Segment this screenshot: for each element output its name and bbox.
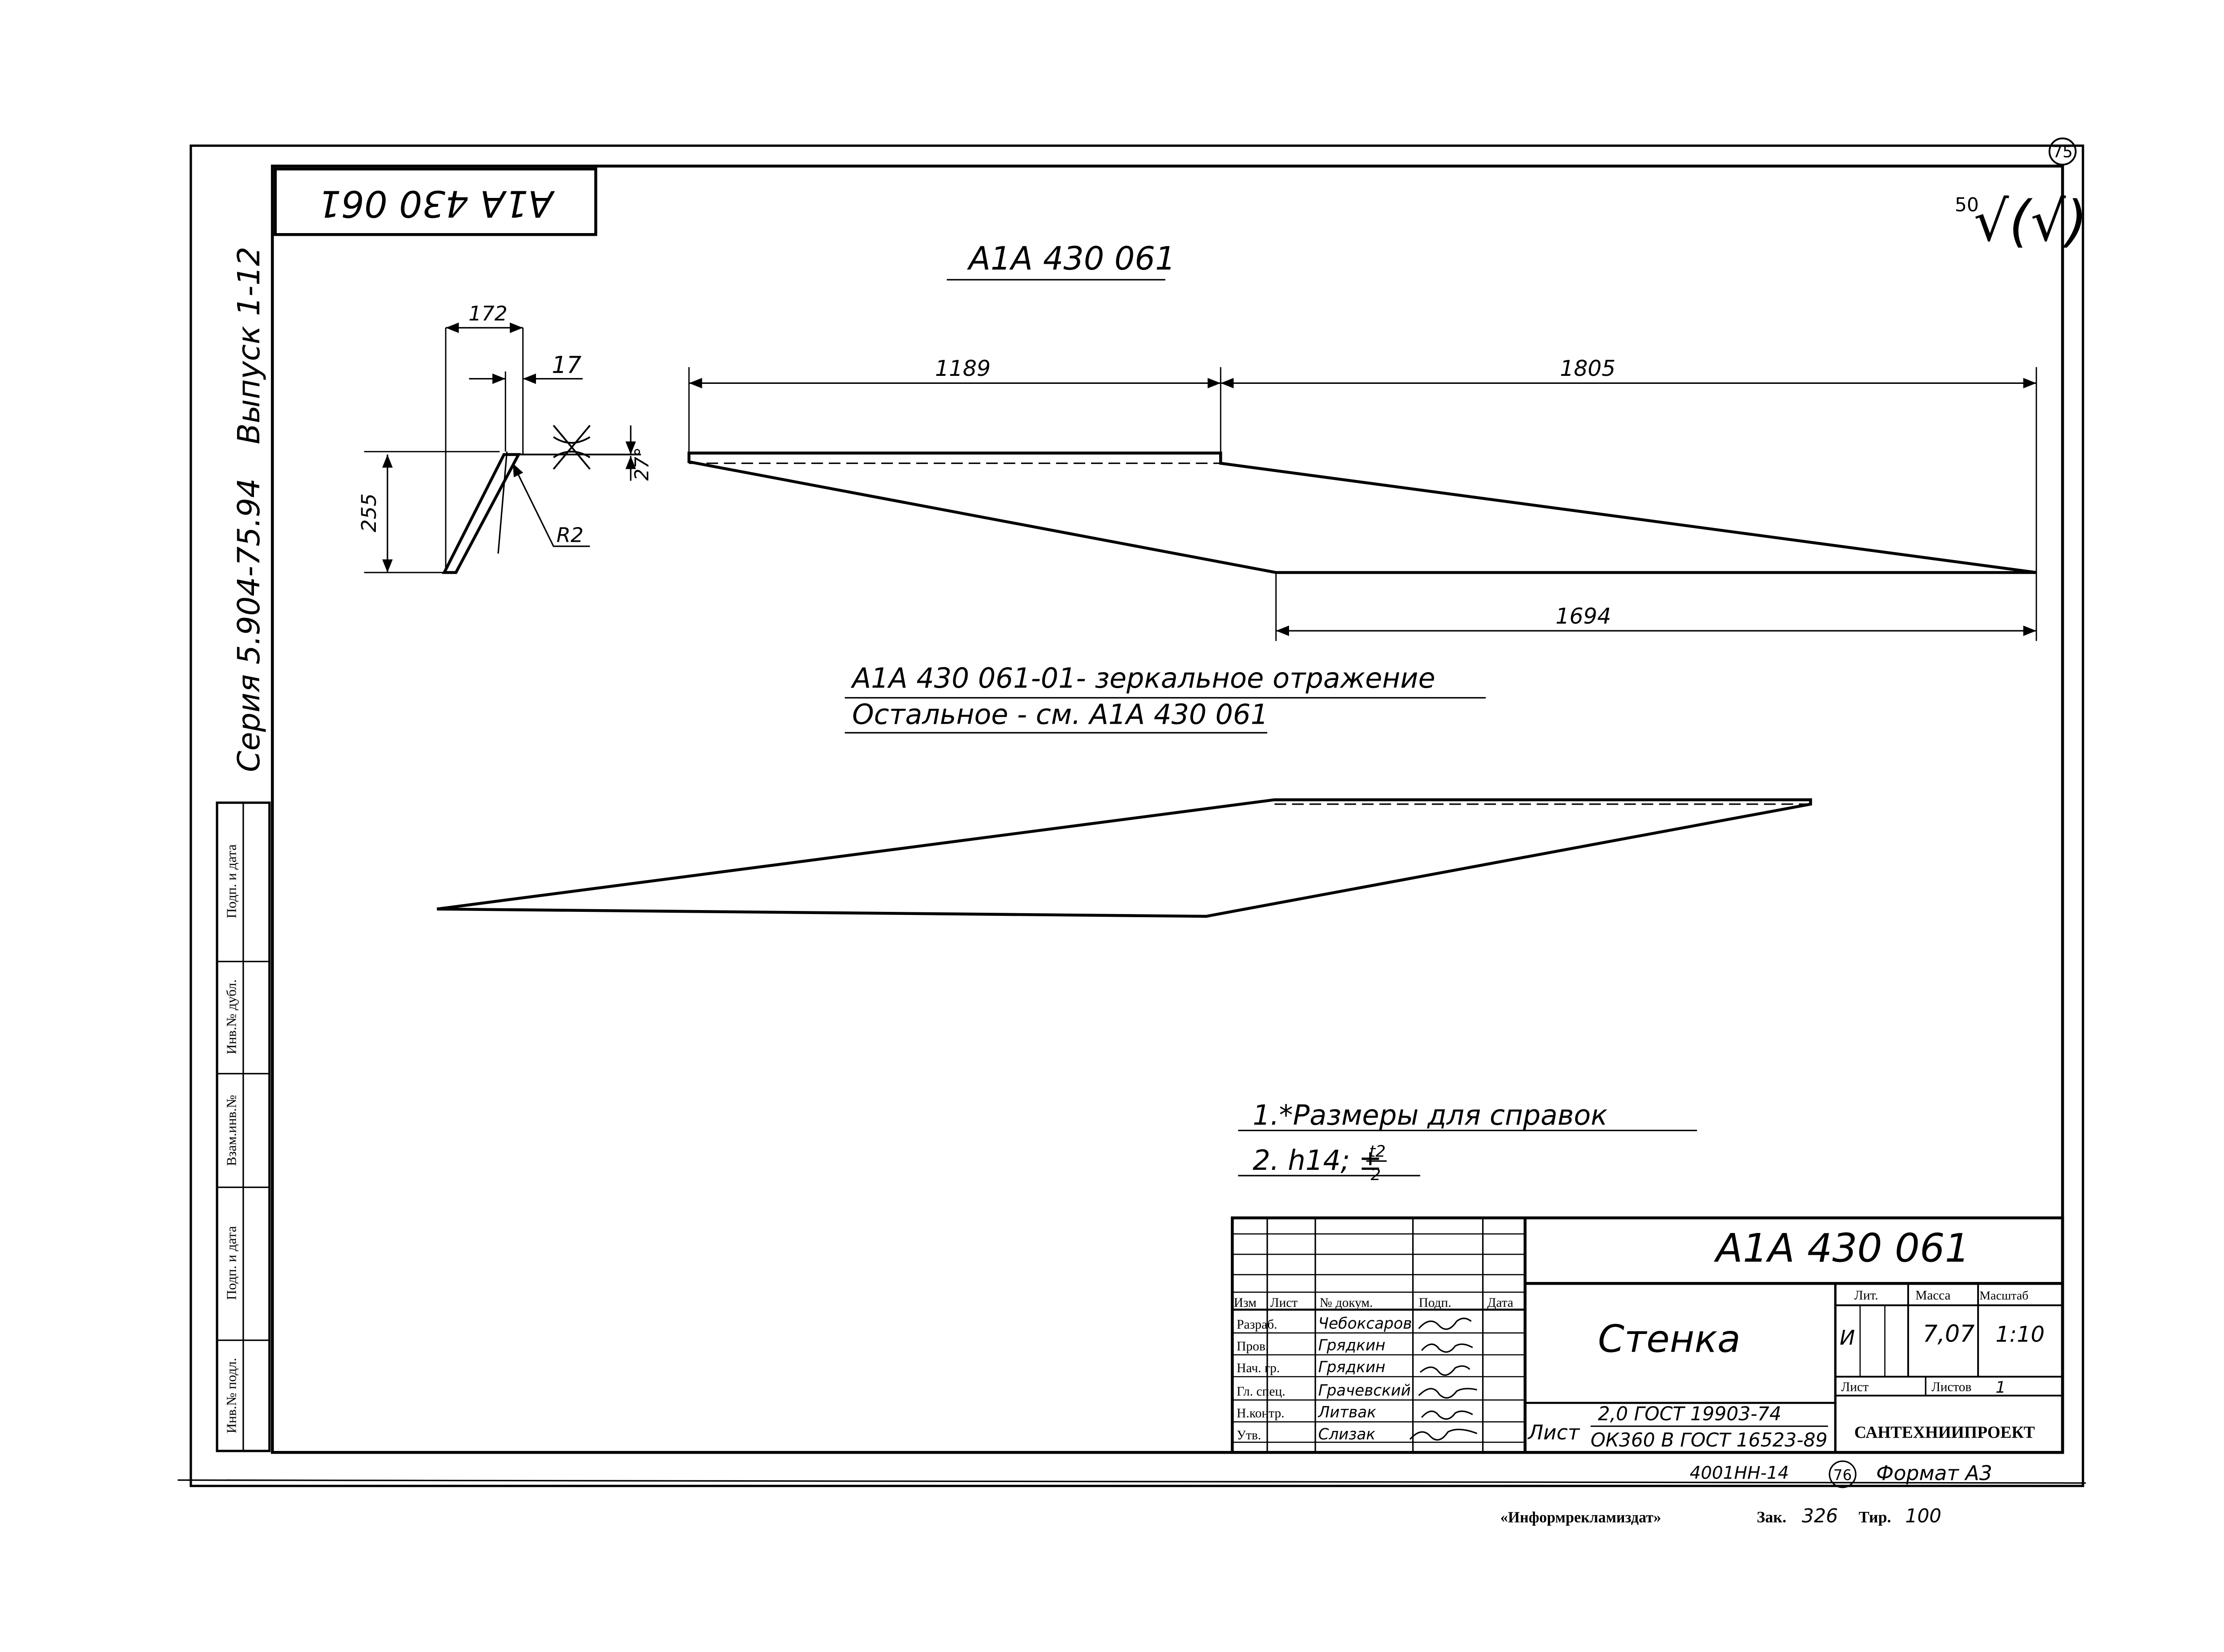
svg-text:Лит.: Лит. (1854, 1288, 1878, 1302)
svg-text:Подп. и дата: Подп. и дата (224, 1226, 239, 1300)
svg-text:1694: 1694 (1555, 603, 1611, 629)
mirror-view (437, 798, 1812, 918)
svg-text:50: 50 (1955, 194, 1979, 216)
title-block-designation: А1А 430 061 (1714, 1225, 1970, 1271)
left-approval-strip: Подп. и дата Инв.№ дубл. Взам.инв.№ Подп… (216, 801, 271, 1452)
svg-text:1189: 1189 (935, 355, 991, 381)
title-block: Изм Лист № докум. Подп. Дата Разраб. Про… (1231, 1216, 2064, 1454)
corner-stamp: А1А 430 061 (274, 167, 597, 236)
svg-text:100: 100 (1905, 1505, 1941, 1527)
svg-text:Взам.инв.№: Взам.инв.№ (224, 1095, 239, 1166)
roughness-symbol: 50 √(√) (1955, 189, 2087, 254)
format-label: Формат А3 (1876, 1461, 1992, 1485)
svg-text:172: 172 (468, 302, 507, 326)
svg-text:2,0 ГОСТ 19903-74: 2,0 ГОСТ 19903-74 (1598, 1403, 1781, 1425)
svg-text:76: 76 (1833, 1467, 1852, 1484)
svg-text:Грядкин: Грядкин (1318, 1337, 1386, 1354)
svg-text:75: 75 (2052, 143, 2073, 161)
svg-text:Грачевский: Грачевский (1318, 1382, 1411, 1400)
svg-text:Масштаб: Масштаб (1979, 1289, 2028, 1302)
svg-text:1: 1 (1995, 1378, 2006, 1397)
note-1: 1.*Размеры для справок (1253, 1099, 1608, 1131)
svg-text:Подп. и дата: Подп. и дата (224, 844, 239, 918)
svg-text:Литвак: Литвак (1317, 1404, 1377, 1422)
svg-text:ОК360 В ГОСТ 16523-89: ОК360 В ГОСТ 16523-89 (1591, 1429, 1828, 1451)
organization-name: САНТЕХНИИПРОЕКТ (1854, 1423, 2035, 1442)
svg-text:1805: 1805 (1560, 355, 1616, 381)
svg-text:А1А 430 061: А1А 430 061 (318, 182, 556, 224)
svg-text:326: 326 (1802, 1505, 1838, 1527)
svg-text:Изм: Изм (1234, 1296, 1257, 1310)
svg-text:Грядкин: Грядкин (1318, 1358, 1386, 1376)
svg-text:1:10: 1:10 (1995, 1321, 2044, 1347)
svg-text:Чебоксаров: Чебоксаров (1318, 1315, 1412, 1333)
issue-label: Выпуск 1-12 (231, 246, 267, 444)
inner-frame (271, 165, 2064, 1454)
svg-text:Разраб.: Разраб. (1237, 1318, 1277, 1332)
svg-text:17: 17 (552, 351, 582, 379)
svg-text:2: 2 (1371, 1166, 1381, 1184)
svg-text:27°: 27° (631, 447, 653, 480)
main-view: 1189 1805 1694 (687, 355, 2037, 641)
svg-text:Инв.№ дубл.: Инв.№ дубл. (224, 979, 239, 1054)
svg-text:Утв.: Утв. (1237, 1428, 1261, 1442)
note-2: 2. h14; ± (1253, 1144, 1382, 1177)
svg-text:Листов: Листов (1931, 1380, 1971, 1394)
svg-text:t2: t2 (1369, 1142, 1386, 1160)
svg-text:«Информрекламиздат»: «Информрекламиздат» (1500, 1509, 1661, 1526)
svg-text:7,07: 7,07 (1923, 1320, 1975, 1347)
publisher-footer: «Информрекламиздат» Зак. 326 Тир. 100 (1500, 1505, 1942, 1527)
title-block-name: Стенка (1598, 1317, 1741, 1361)
archive-number: 4001НН-14 (1690, 1463, 1789, 1483)
svg-text:R2: R2 (556, 523, 584, 547)
mirror-note-line2: Остальное - см. А1А 430 061 (852, 698, 1268, 731)
svg-text:Лист: Лист (1841, 1380, 1869, 1394)
svg-text:Зак.: Зак. (1757, 1508, 1786, 1526)
drawing-title: А1А 430 061 (967, 240, 1176, 277)
svg-text:№ докум.: № докум. (1320, 1296, 1373, 1310)
svg-text:Масса: Масса (1915, 1288, 1950, 1302)
svg-text:Пров.: Пров. (1237, 1339, 1269, 1354)
svg-text:255: 255 (357, 493, 381, 532)
svg-text:Н.контр.: Н.контр. (1237, 1406, 1284, 1421)
svg-text:√(√): √(√) (1974, 189, 2087, 254)
profile-view: 172 17 255 27° R2 (357, 302, 653, 574)
svg-text:Лист: Лист (1270, 1296, 1298, 1310)
svg-text:Тир.: Тир. (1859, 1508, 1891, 1526)
outer-frame (189, 144, 2084, 1487)
mirror-note-line1: А1А 430 061-01- зеркальное отражение (850, 662, 1435, 694)
series-label: Серия 5.904-75.94 (231, 478, 267, 772)
svg-text:Инв.№ подл.: Инв.№ подл. (224, 1358, 239, 1433)
svg-text:Дата: Дата (1487, 1296, 1514, 1310)
svg-text:Нач. гр.: Нач. гр. (1237, 1361, 1280, 1375)
svg-text:Слизак: Слизак (1318, 1426, 1376, 1443)
svg-text:Лист: Лист (1527, 1420, 1580, 1444)
svg-text:И: И (1840, 1326, 1855, 1350)
below-frame-circle: 76 (1829, 1460, 1857, 1488)
svg-text:Гл. спец.: Гл. спец. (1237, 1385, 1285, 1399)
page-number-circle: 75 (2048, 137, 2077, 166)
svg-text:Подп.: Подп. (1419, 1296, 1451, 1310)
